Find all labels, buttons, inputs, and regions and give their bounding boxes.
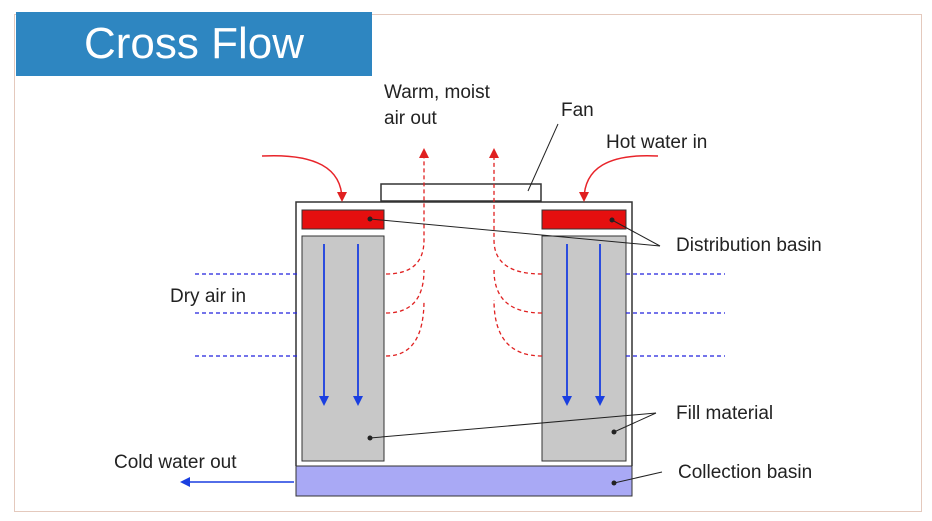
fan bbox=[380, 183, 542, 202]
label-warm-moist-air-line2: air out bbox=[384, 108, 438, 129]
label-fan: Fan bbox=[561, 100, 594, 121]
leader-dots bbox=[367, 216, 617, 486]
water-flow-arrows bbox=[319, 244, 605, 406]
label-dry-air-in: Dry air in bbox=[170, 286, 246, 307]
label-warm-moist-air-line1: Warm, moist bbox=[384, 82, 491, 103]
hot-water-arrow-right bbox=[579, 154, 659, 202]
distribution-basin-left bbox=[301, 209, 385, 230]
dry-air-flow bbox=[195, 273, 725, 357]
distribution-basin-right bbox=[541, 209, 627, 230]
warm-air-flow bbox=[385, 148, 543, 357]
fill-material-right bbox=[541, 235, 627, 462]
fill-material-left bbox=[301, 235, 385, 462]
slide-title: Cross Flow bbox=[83, 19, 305, 68]
collection-basin bbox=[295, 465, 633, 497]
label-distribution-basin: Distribution basin bbox=[676, 235, 822, 256]
label-fill-material: Fill material bbox=[676, 403, 773, 424]
title-bar: Cross Flow bbox=[16, 12, 372, 76]
hot-water-arrow-left bbox=[261, 154, 347, 202]
label-hot-water-in: Hot water in bbox=[606, 132, 707, 153]
label-cold-water-out: Cold water out bbox=[114, 452, 237, 473]
leader-lines bbox=[369, 123, 663, 484]
slide-frame bbox=[14, 14, 922, 512]
tower-outline bbox=[295, 201, 633, 466]
label-collection-basin: Collection basin bbox=[678, 462, 812, 483]
